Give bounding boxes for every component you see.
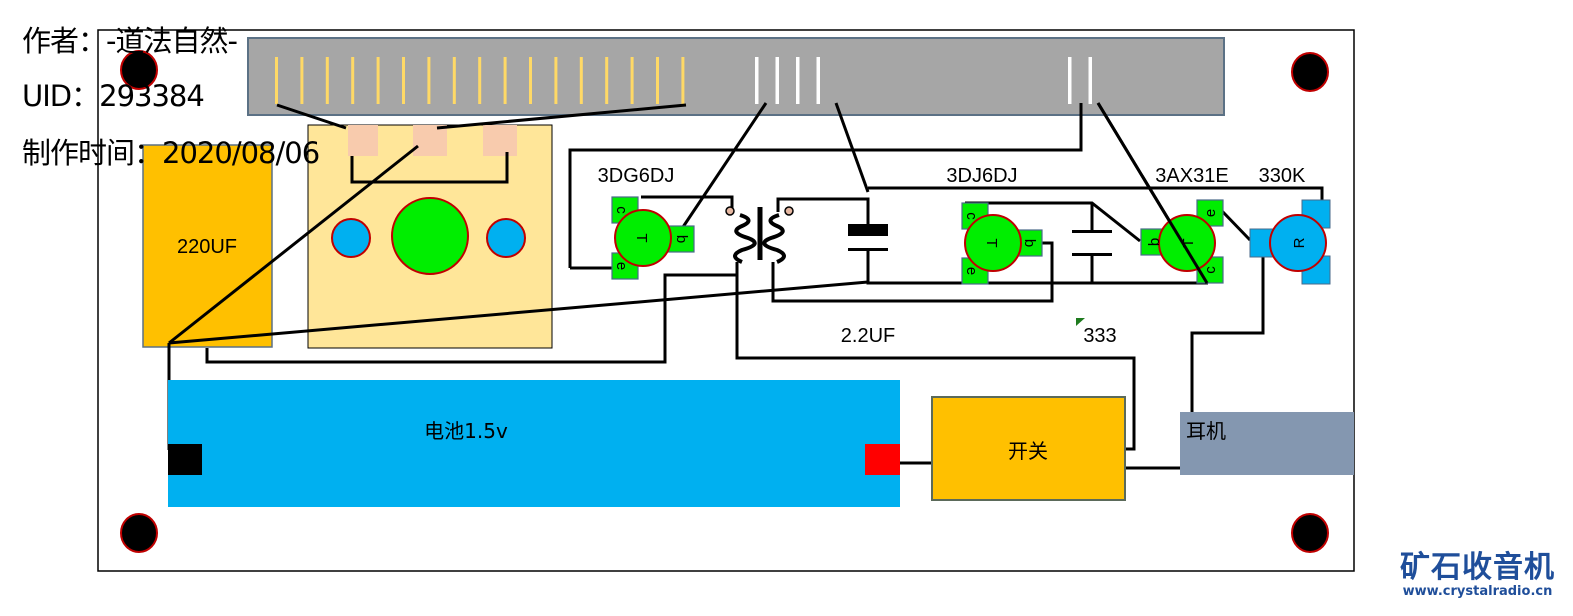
- capacitor-333-plate-bottom: [1072, 253, 1112, 256]
- mounting-holes: [120, 50, 1329, 553]
- author-label: 作者：: [22, 24, 107, 58]
- transistor-3ax31e-label: 3AX31E: [1155, 165, 1228, 187]
- capacitor-2-2uf-label: 2.2UF: [841, 325, 895, 347]
- transistor-3dg6dj-label: 3DG6DJ: [598, 165, 675, 187]
- pin-c-label: c: [613, 206, 630, 214]
- battery-positive-terminal: [865, 444, 900, 475]
- transistor-3dj6dj-label: 3DJ6DJ: [946, 165, 1017, 187]
- tuner-stripe-yellow: [656, 57, 659, 104]
- battery-negative-terminal: [168, 444, 202, 475]
- tuner-stripe-white: [1088, 57, 1092, 104]
- tuner-stripe-yellow: [605, 57, 609, 104]
- transistor-3dj6dj: T c e b: [961, 202, 1043, 285]
- pin-b-label: b: [1021, 239, 1038, 247]
- site-logo: 矿石收音机 www.crystalradio.cn: [1400, 552, 1555, 600]
- transformer-dot-left: [725, 206, 735, 216]
- transistor-symbol: T: [983, 238, 1000, 247]
- uid-line: UID：293384: [22, 73, 205, 115]
- capacitor-2-2uf-plate-bottom: [848, 248, 888, 251]
- mounting-hole-bottom-right: [1291, 513, 1329, 553]
- transistor-symbol: T: [1180, 238, 1197, 247]
- comment-marker-icon: [1076, 318, 1085, 326]
- transformer-primary-coil: [733, 213, 757, 264]
- wires: [167, 102, 1324, 470]
- mounting-hole-top-left: [120, 50, 158, 90]
- capacitor-333-plate-top: [1072, 230, 1112, 233]
- resistor-symbol: R: [1291, 237, 1308, 248]
- capacitor-220uf-label: 220UF: [177, 236, 237, 258]
- transistor-symbol: T: [633, 233, 650, 242]
- power-switch: [931, 396, 1126, 501]
- transistor-body: [964, 214, 1022, 272]
- tuner-stripe-yellow: [579, 57, 583, 104]
- capacitor-2-2uf-plate-top: [848, 224, 888, 236]
- pin-c-label: c: [1202, 266, 1219, 274]
- tuner-stripe-white: [1068, 57, 1072, 104]
- transformer: [725, 206, 794, 264]
- tuner-stripe-yellow: [427, 57, 431, 104]
- tuner-stripe-yellow: [325, 57, 329, 104]
- tuner-stripe-yellow: [630, 57, 634, 104]
- author-line: 作者：-道法自然-: [22, 18, 238, 60]
- coil-hole-center: [391, 197, 469, 275]
- mounting-hole-top-right: [1291, 52, 1329, 92]
- transformer-dot-right: [784, 206, 794, 216]
- tuner-stripe-yellow: [529, 57, 532, 104]
- pin-b-label: b: [673, 235, 690, 243]
- date-label: 制作时间：: [22, 136, 163, 170]
- site-logo-name: 矿石收音机: [1400, 550, 1555, 585]
- tuner-stripe-white: [796, 57, 800, 104]
- tuner-stripe-white: [775, 57, 779, 104]
- tuner-stripe-yellow: [300, 57, 304, 104]
- transformer-secondary-coil: [762, 213, 786, 264]
- coil-pad-2: [413, 125, 447, 156]
- resistor-330k: R: [1249, 199, 1331, 285]
- pin-e-label: e: [963, 267, 980, 275]
- tuner-stripe-yellow: [351, 57, 355, 104]
- tuner-stripe-yellow: [554, 57, 558, 104]
- tuner-stripe-white: [755, 57, 759, 104]
- date-value: 2020/08/06: [162, 136, 320, 170]
- power-switch-label: 开关: [1008, 439, 1048, 463]
- wire-crossing: [1096, 102, 1209, 284]
- author-name: -道法自然-: [106, 24, 238, 58]
- battery: [168, 380, 900, 507]
- transistor-3dg6dj: T c e b: [611, 196, 695, 280]
- coil-pad-1: [348, 125, 378, 156]
- resistor-330k-label: 330K: [1259, 165, 1306, 187]
- pin-e-label: e: [1202, 209, 1219, 217]
- earphone-jack: [1180, 412, 1354, 475]
- coil-pad-3: [483, 125, 517, 156]
- yellow-stripe-group: [275, 57, 685, 104]
- capacitor-333-label: 333: [1083, 325, 1116, 347]
- pin-c-label: c: [963, 212, 980, 220]
- tuner-stripe-white: [816, 57, 820, 104]
- site-logo-url: www.crystalradio.cn: [1402, 584, 1553, 599]
- tuner-stripe-yellow: [478, 57, 482, 104]
- white-stripe-group: [755, 57, 1092, 104]
- pin-b-label: b: [1146, 238, 1163, 246]
- uid-label: UID：: [22, 79, 100, 113]
- earphone-label: 耳机: [1186, 419, 1226, 443]
- coil-hole-right: [486, 218, 526, 258]
- tuner-stripe-yellow: [376, 57, 380, 104]
- mounting-hole-bottom-left: [120, 513, 158, 553]
- transistor-pin-b: [667, 225, 695, 253]
- tuning-capacitor: [247, 37, 1225, 116]
- tuner-stripe-yellow: [452, 57, 456, 104]
- resistor-body: [1269, 214, 1327, 272]
- tuner-stripe-yellow: [402, 57, 405, 104]
- uid-value: 293384: [99, 79, 205, 113]
- tuner-stripe-yellow: [681, 57, 685, 104]
- tuner-stripe-yellow: [503, 57, 507, 104]
- coil-hole-left: [331, 218, 371, 258]
- date-line: 制作时间：2020/08/06: [22, 130, 320, 172]
- tuner-stripe-yellow: [275, 57, 278, 104]
- battery-label: 电池1.5v: [424, 419, 508, 443]
- pin-e-label: e: [613, 262, 630, 270]
- transistor-body: [614, 209, 672, 267]
